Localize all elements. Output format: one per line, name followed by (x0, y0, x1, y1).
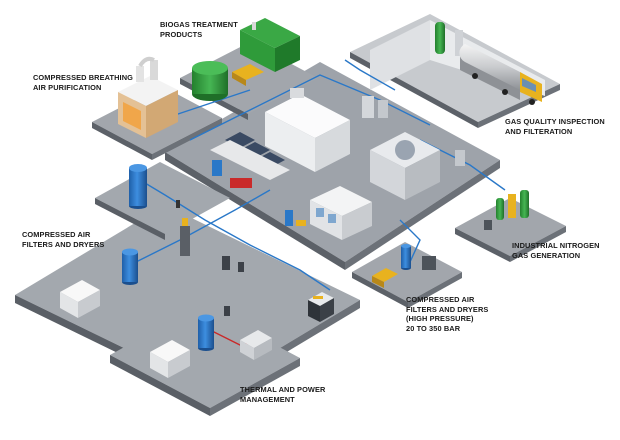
air-receiver-tank (129, 164, 180, 209)
label-gas-quality: GAS QUALITY INSPECTION AND FILTERATION (505, 117, 605, 136)
label-thermal-power: THERMAL AND POWER MANAGEMENT (240, 385, 325, 404)
label-line: FILTERS AND DRYERS (22, 239, 105, 249)
label-line: GAS GENERATION (512, 250, 581, 260)
tanker-truck (459, 44, 542, 105)
label-line: AIR PURIFICATION (33, 82, 102, 92)
label-nitrogen-generation: INDUSTRIAL NITROGEN GAS GENERATION (512, 241, 600, 260)
label-line: FILTERS AND DRYERS (406, 304, 489, 314)
thermal-platform (110, 305, 300, 416)
high-pressure-equipment (372, 244, 436, 288)
label-line: BIOGAS TREATMENT (160, 20, 238, 29)
nitrogen-equipment (484, 190, 529, 230)
label-line: COMPRESSED BREATHING (33, 73, 134, 82)
label-line: (HIGH PRESSURE) (406, 314, 474, 323)
label-line: AND FILTERATION (505, 126, 573, 136)
biogas-equipment (192, 18, 300, 101)
factory-production-line (210, 88, 465, 240)
label-line: INDUSTRIAL NITROGEN (512, 241, 600, 250)
thermal-equipment (150, 306, 272, 378)
label-biogas-treatment: BIOGAS TREATMENT PRODUCTS (160, 20, 238, 39)
filters-equipment (60, 218, 334, 322)
label-line: THERMAL AND POWER (240, 385, 326, 394)
label-compressed-air-filters: COMPRESSED AIR FILTERS AND DRYERS (22, 230, 104, 249)
breathing-air-booth (118, 56, 178, 138)
gas-quality-station (435, 22, 542, 105)
label-line: COMPRESSED AIR (406, 295, 475, 304)
label-line: 20 TO 350 BAR (406, 323, 461, 333)
label-breathing-air: COMPRESSED BREATHING AIR PURIFICATION (33, 73, 133, 92)
label-line: PRODUCTS (160, 29, 203, 39)
pipe-network (129, 59, 506, 346)
compressor-platform (95, 162, 230, 240)
label-high-pressure-filters: COMPRESSED AIR FILTERS AND DRYERS (HIGH … (406, 295, 488, 333)
label-line: GAS QUALITY INSPECTION (505, 117, 605, 126)
label-line: COMPRESSED AIR (22, 230, 91, 239)
high-pressure-platform (352, 242, 462, 308)
label-line: MANAGEMENT (240, 394, 295, 404)
nitrogen-platform (455, 198, 566, 262)
